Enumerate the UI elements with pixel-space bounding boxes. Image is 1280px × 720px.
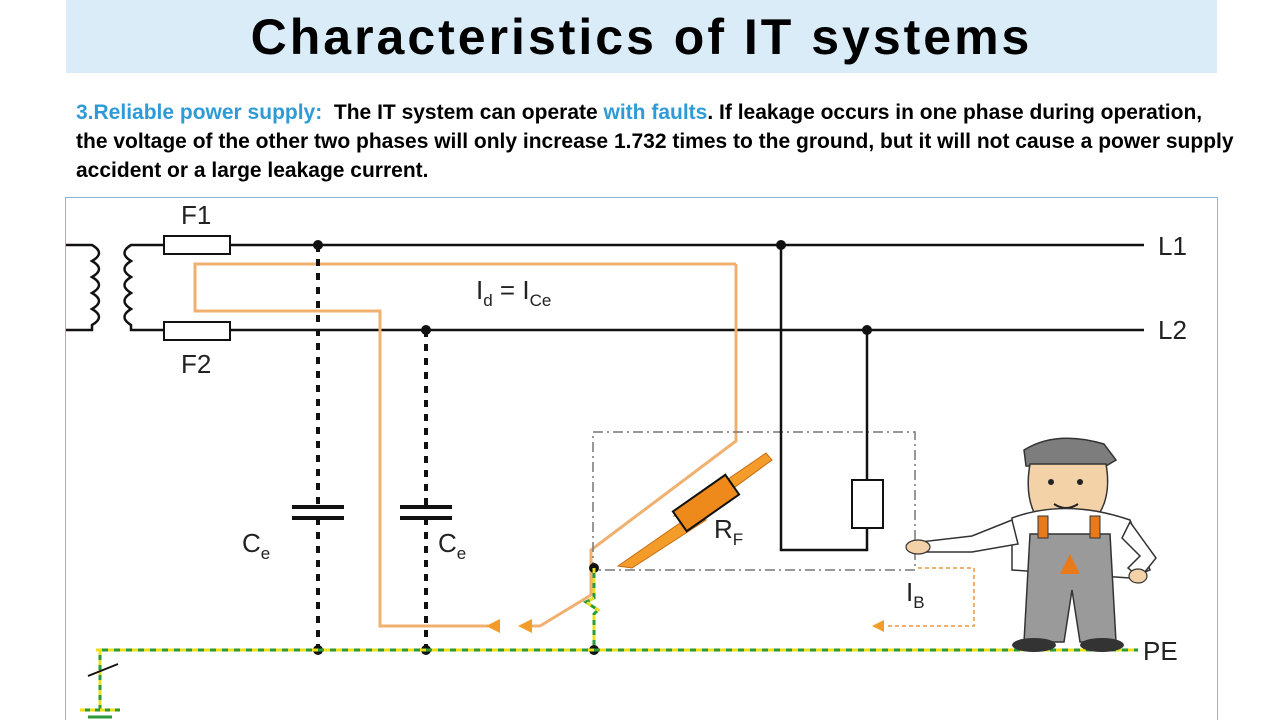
fault-current-path xyxy=(193,262,736,628)
transformer-icon xyxy=(66,243,148,332)
body-current-path xyxy=(886,567,975,627)
capacitor-ce-label: Ce xyxy=(438,528,466,563)
highlight-text: with faults xyxy=(603,101,708,124)
line-l2-label: L2 xyxy=(1158,315,1187,345)
fuse-f1-label: F1 xyxy=(181,200,211,230)
circuit-svg: F1 F2 L1 L2 Id = ICe Ce xyxy=(66,200,1187,719)
worker-illustration xyxy=(905,437,1157,652)
arrow-left-icon xyxy=(518,619,532,633)
equipment-enclosure xyxy=(592,431,916,571)
enclosure-earth-link-stripe xyxy=(583,568,601,650)
load-resistor-icon xyxy=(851,479,884,529)
fuse-f2-label: F2 xyxy=(181,349,211,379)
arrow-left-icon xyxy=(872,620,884,632)
section-lead: 3.Reliable power supply: xyxy=(76,101,323,124)
description-paragraph: 3.Reliable power supply: The IT system c… xyxy=(76,98,1236,185)
pe-label: PE xyxy=(1143,636,1178,666)
text-after-highlight: . If leakage occurs in one phase during … xyxy=(76,101,1234,182)
capacitor-ce-label: Ce xyxy=(242,528,270,563)
text-before-highlight: The IT system can operate xyxy=(333,101,604,124)
fuse-f1-icon xyxy=(163,235,231,255)
fault-resistance-label: RF xyxy=(714,514,743,549)
arrow-left-icon xyxy=(486,619,500,633)
line-l1-label: L1 xyxy=(1158,231,1187,261)
ground-icon xyxy=(80,650,120,719)
fault-current-label: Id = ICe xyxy=(476,275,551,310)
lightning-fault-icon xyxy=(616,452,773,569)
page-title: Characteristics of IT systems xyxy=(250,8,1033,65)
fault-current-path-return xyxy=(522,264,738,628)
it-system-diagram: F1 F2 L1 L2 Id = ICe Ce xyxy=(65,197,1218,720)
load-lead-l1 xyxy=(779,245,869,552)
title-bar: Characteristics of IT systems xyxy=(66,0,1217,73)
body-current-label: IB xyxy=(906,577,925,612)
fuse-f2-icon xyxy=(163,321,231,341)
